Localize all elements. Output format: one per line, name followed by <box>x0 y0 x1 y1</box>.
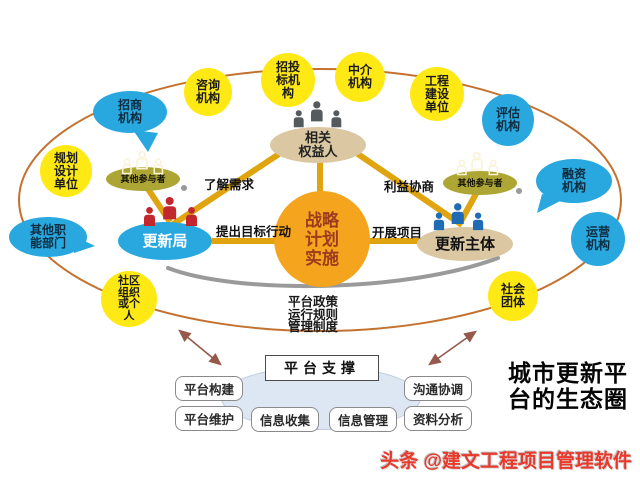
platform-policy-text: 平台政策 运行规则 管理制度 <box>288 295 339 334</box>
node-strategy-core: 战略 计划 实施 <box>274 191 370 287</box>
box-info-manage: 信息管理 <box>329 407 397 432</box>
ecosystem-ring <box>18 68 622 332</box>
label-carry-out-projects: 开展项目 <box>372 226 423 240</box>
platform-arrows <box>178 329 477 366</box>
renewal-subject-people-icon <box>433 203 484 231</box>
label-understand-needs: 了解需求 <box>204 178 255 192</box>
node-operation-agency: 运营 机构 <box>571 212 625 266</box>
node-consulting-agency: 咨询 机构 <box>184 68 232 116</box>
node-renewal-bureau: 更新局 <box>118 222 212 260</box>
platform-support-box: 平台支撑 <box>265 355 379 381</box>
label-interest-negotiation: 利益协商 <box>384 180 435 194</box>
participants-right-people-icon <box>457 152 499 176</box>
box-info-collect: 信息收集 <box>251 407 319 432</box>
node-other-participants-right: 其他参与者 <box>443 171 517 195</box>
node-financing-agency: 融资 机构 <box>536 159 612 203</box>
box-platform-maintain: 平台维护 <box>175 406 243 431</box>
node-evaluation-agency: 评估 机构 <box>482 94 534 146</box>
participants-left-people-icon <box>122 151 164 175</box>
renewal-bureau-people-icon <box>144 197 197 226</box>
node-intermediary-agency: 中介 机构 <box>335 52 385 102</box>
decor-dot-left <box>181 185 187 191</box>
node-other-participants-left: 其他参与者 <box>106 167 180 191</box>
node-construction-unit: 工程 建设 单位 <box>410 67 464 121</box>
watermark-text: 头条 @建文工程项目管理软件 <box>380 451 632 472</box>
box-communication: 沟通协调 <box>404 376 472 401</box>
node-community-org: 社区 组织 或个 人 <box>101 271 157 327</box>
label-propose-goals: 提出目标行动 <box>216 225 292 239</box>
node-other-departments: 其他职 能部门 <box>9 217 87 257</box>
decor-dot-right <box>516 188 522 194</box>
box-platform-build: 平台构建 <box>175 376 243 401</box>
diagram-title: 城市更新平 台的生态圈 <box>508 360 628 412</box>
node-investment-agency: 招商 机构 <box>93 91 167 133</box>
node-stakeholders: 相关 权益人 <box>270 127 366 163</box>
node-planning-design-unit: 规划 设计 单位 <box>40 145 92 197</box>
box-data-analysis: 资料分析 <box>404 406 472 431</box>
node-renewal-subject: 更新主体 <box>417 227 513 261</box>
node-bidding-agency: 招投 标机 构 <box>261 53 315 107</box>
stakeholders-people-icon <box>293 101 342 128</box>
node-social-group: 社会 团体 <box>488 271 538 321</box>
